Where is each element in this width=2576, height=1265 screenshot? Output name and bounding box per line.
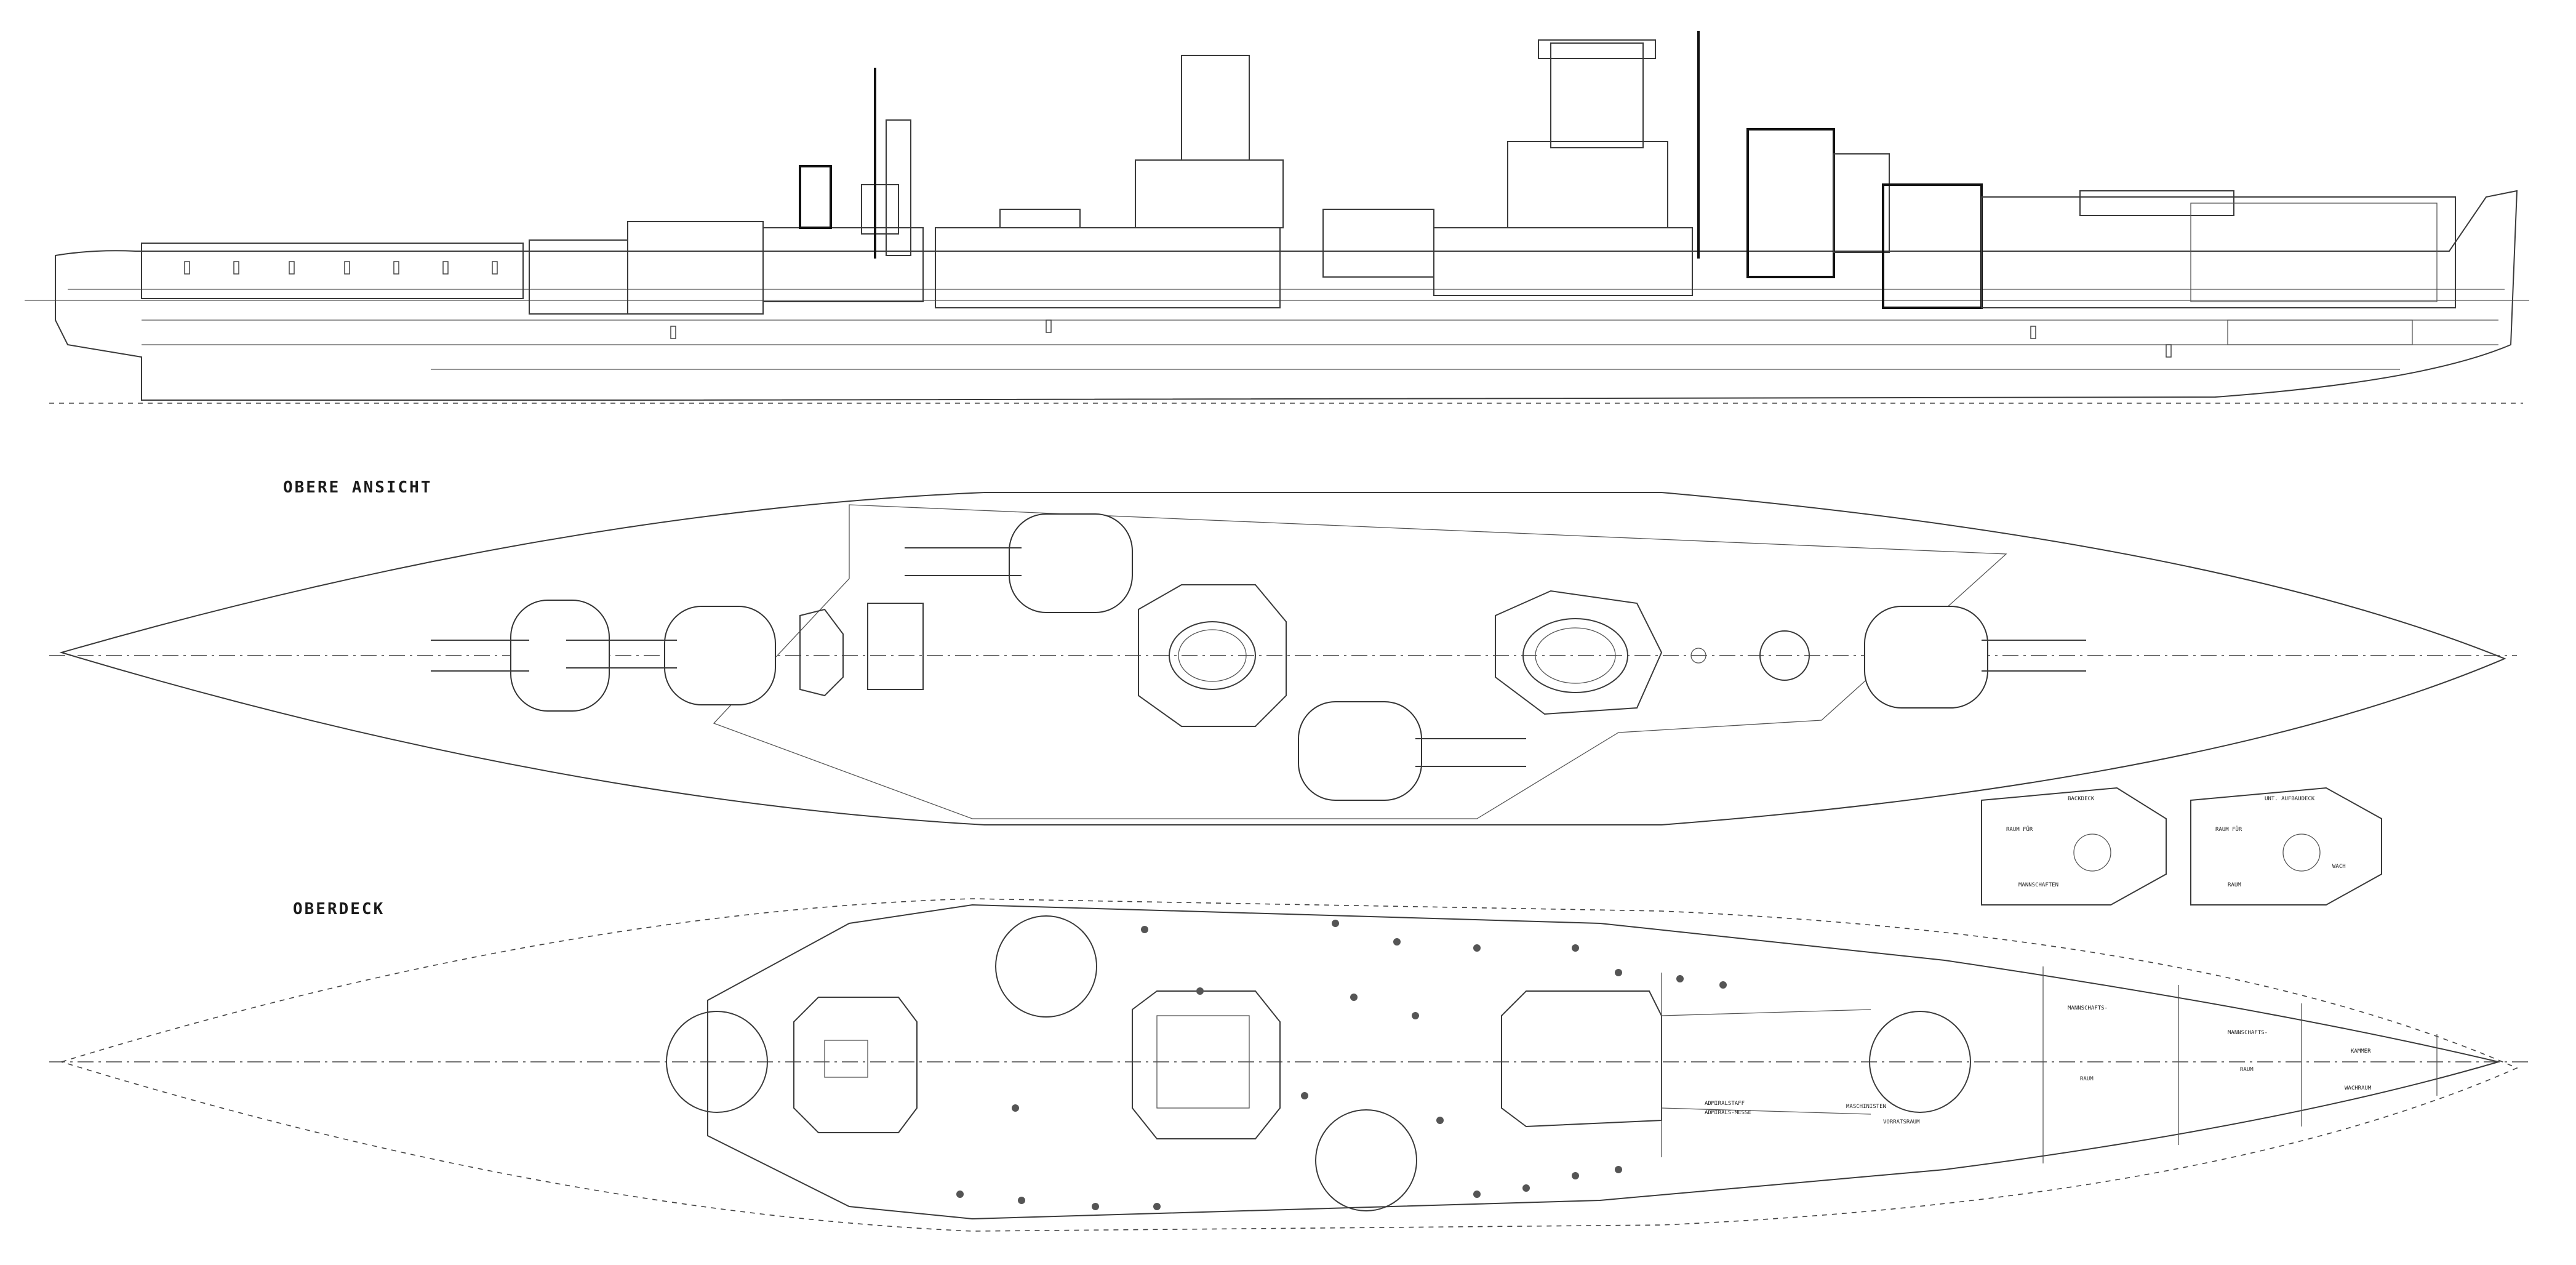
funnel-2 bbox=[1550, 42, 1644, 148]
compartment-label: RAUM bbox=[2228, 882, 2241, 888]
funnel-1 bbox=[1181, 55, 1250, 161]
compartment-label: MANNSCHAFTS- bbox=[2228, 1030, 2268, 1036]
turret-d bbox=[1298, 701, 1526, 801]
barbette-aft bbox=[1869, 1011, 1971, 1113]
upper-deck-outer-hull bbox=[60, 898, 2518, 1232]
hull-outline bbox=[55, 190, 2518, 401]
compartment-label: ADMIRALS-MESSE bbox=[1705, 1110, 1751, 1116]
compartment-label: MANNSCHAFTEN bbox=[2018, 882, 2058, 888]
compartment-label: MANNSCHAFTS- bbox=[2068, 1005, 2108, 1011]
aft-superstructure bbox=[1495, 590, 1663, 715]
compartment-label: RAUM FÜR bbox=[2006, 826, 2033, 833]
turret-b bbox=[566, 606, 776, 705]
upper-deck-label: OBERDECK bbox=[293, 900, 385, 918]
inset-label: BACKDECK bbox=[2068, 796, 2095, 802]
compartment-label: RAUM FÜR bbox=[2215, 826, 2242, 833]
compartment-label: VORRATSRAUM bbox=[1883, 1119, 1920, 1125]
compartment-label: WACHRAUM bbox=[2345, 1085, 2372, 1091]
turret-e bbox=[1864, 606, 2086, 709]
compartment-label: MASCHINISTEN bbox=[1846, 1104, 1886, 1110]
deck-fittings bbox=[956, 920, 1727, 1210]
top-view-hull bbox=[59, 492, 2506, 825]
barbette-fwd bbox=[666, 1011, 768, 1113]
top-view bbox=[49, 492, 2517, 825]
upper-deck-plan: MANNSCHAFTS- RAUM MANNSCHAFTS- RAUM ADMI… bbox=[49, 787, 2529, 1232]
compartment-label: ADMIRALSTAFF bbox=[1705, 1101, 1745, 1107]
barbette-wing-stbd bbox=[1315, 1109, 1417, 1211]
compartment-label: RAUM bbox=[2240, 1067, 2254, 1073]
compartment-label: KAMMER bbox=[2351, 1048, 2371, 1054]
top-view-label: OBERE ANSICHT bbox=[283, 478, 433, 497]
turret-c bbox=[905, 513, 1133, 613]
inset-label: UNT. AUFBAUDECK bbox=[2265, 796, 2315, 802]
bridge-superstructure bbox=[1138, 584, 1287, 727]
compartment-label: RAUM bbox=[2080, 1076, 2094, 1082]
compartment-label: WACH bbox=[2332, 864, 2346, 870]
side-elevation bbox=[25, 31, 2529, 404]
barbette-wing-port bbox=[995, 915, 1097, 1018]
inset-unt-aufbaudeck: UNT. AUFBAUDECK RAUM FÜR RAUM WACH bbox=[2190, 787, 2382, 906]
inset-backdeck: BACKDECK RAUM FÜR MANNSCHAFTEN bbox=[1981, 787, 2167, 906]
turret-a bbox=[431, 600, 610, 712]
